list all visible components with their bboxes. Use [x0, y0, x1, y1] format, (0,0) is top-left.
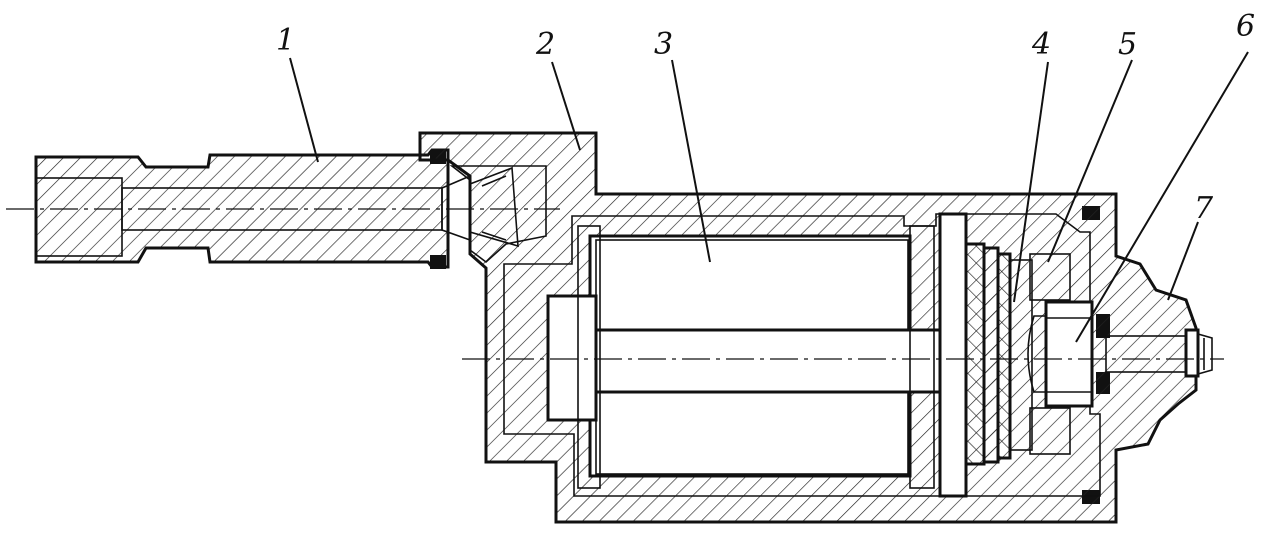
centerlines	[6, 208, 1224, 360]
leader-5	[1047, 59, 1133, 263]
core-rod	[594, 328, 942, 394]
label-7: 7	[1194, 191, 1214, 226]
part-6-valve-head	[1044, 300, 1094, 408]
label-2: 2	[535, 27, 555, 62]
leader-4	[1013, 61, 1049, 303]
part-3-coil	[546, 225, 942, 489]
leader-7	[1167, 221, 1199, 301]
part-7-outlet-nipple	[1184, 328, 1213, 378]
part-5-seal-cup	[1027, 253, 1071, 455]
leader-6	[1075, 51, 1249, 343]
leader-1	[289, 57, 319, 163]
part-labels: 1 2 3 4 5 6 7	[276, 9, 1255, 226]
label-1: 1	[276, 23, 295, 58]
valve-seat	[469, 166, 519, 248]
label-3: 3	[654, 27, 673, 62]
part-4-disc-stack	[938, 212, 1033, 498]
plunger-head	[546, 294, 598, 422]
label-4: 4	[1031, 27, 1051, 62]
label-6: 6	[1236, 9, 1255, 44]
leader-lines	[289, 51, 1249, 343]
leader-3	[671, 59, 711, 263]
label-5: 5	[1118, 27, 1137, 62]
leader-2	[551, 61, 581, 151]
